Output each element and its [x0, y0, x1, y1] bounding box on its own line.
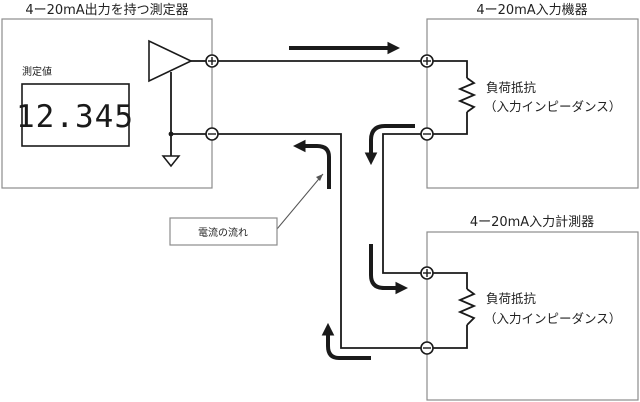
flow-arrow-icon	[364, 124, 415, 166]
measuring-device-title: 4ー20mA入力計測器	[470, 214, 594, 230]
measuring-device-box	[426, 231, 639, 401]
terminal-plus	[205, 54, 219, 68]
resistor-icon	[457, 77, 477, 113]
display-label: 測定値	[22, 65, 52, 78]
flow-arrow-icon	[292, 139, 331, 189]
flow-arrow-icon	[321, 322, 371, 360]
flow-arrow-icon	[369, 244, 409, 295]
terminal-minus	[420, 127, 434, 141]
source-device-title: 4ー20mA出力を持つ測定器	[25, 3, 188, 18]
lcd-display	[21, 83, 130, 147]
callout-leader	[276, 173, 324, 230]
load-label: 負荷抵抗	[486, 80, 537, 95]
input-device-box	[426, 18, 639, 189]
load-label-sub: （入力インピーダンス）	[484, 99, 621, 114]
wire-return	[218, 133, 421, 349]
callout-box	[169, 217, 278, 246]
amplifier-icon	[148, 39, 193, 83]
terminal-plus	[420, 54, 434, 68]
input-device-title: 4ー20mA入力機器	[476, 3, 587, 18]
resistor-icon	[457, 288, 477, 326]
terminal-minus	[205, 127, 219, 141]
callout-label: 電流の流れ	[198, 226, 248, 239]
wire-link	[382, 133, 421, 274]
ground-icon	[161, 155, 181, 168]
load-label-sub: （入力インピーダンス）	[484, 311, 621, 326]
load-label: 負荷抵抗	[486, 291, 537, 306]
terminal-plus	[420, 266, 434, 280]
display-value: 12.345	[16, 99, 134, 135]
terminal-minus	[420, 341, 434, 355]
